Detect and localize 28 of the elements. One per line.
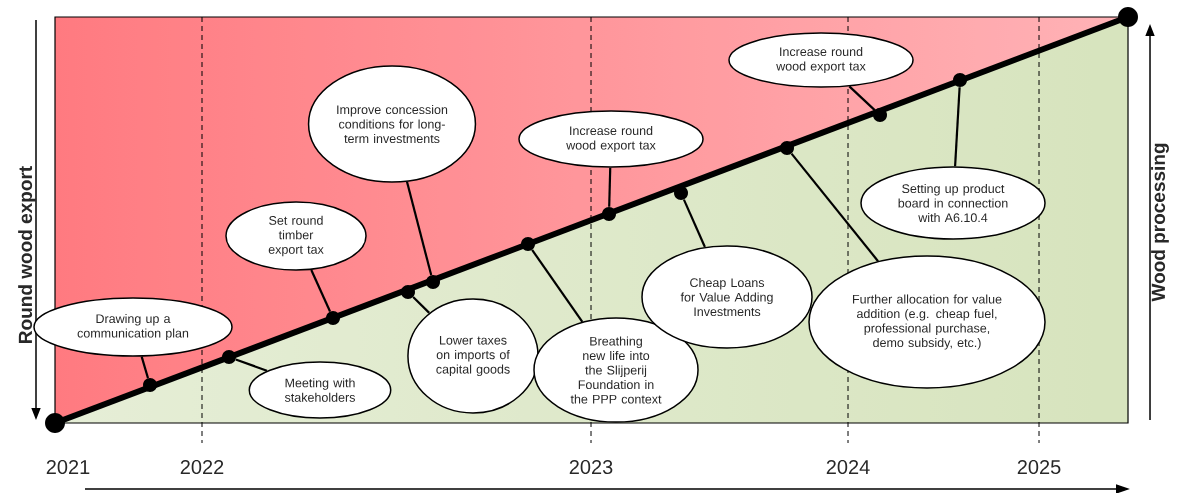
year-label: 2024 [826,459,870,475]
timeline-dot [780,141,794,155]
leader-line [848,85,876,111]
leader-line [140,356,150,379]
timeline-dot [401,285,415,299]
timeline-dot [873,108,887,122]
leader-line [531,249,584,323]
timeline-dot [143,378,157,392]
timeline-dot [674,186,688,200]
year-label: 2021 [46,459,90,475]
timeline-dot [426,275,440,289]
leader-line [235,358,268,372]
leader-line [954,87,961,167]
timeline-dot [602,207,616,221]
leader-line [412,296,430,314]
year-label: 2023 [569,459,613,475]
leader-line [405,181,433,276]
axis-label: Wood processing [1151,143,1169,302]
leader-line [790,152,879,262]
leader-line [310,269,332,312]
timeline-dot [953,73,967,87]
leader-line [608,167,612,207]
timeline-dot [521,237,535,251]
year-label: 2022 [180,459,224,475]
year-label: 2025 [1017,459,1061,475]
axis-label: Round wood export [18,166,36,343]
timeline-dot [222,350,236,364]
leader-line [682,199,706,248]
